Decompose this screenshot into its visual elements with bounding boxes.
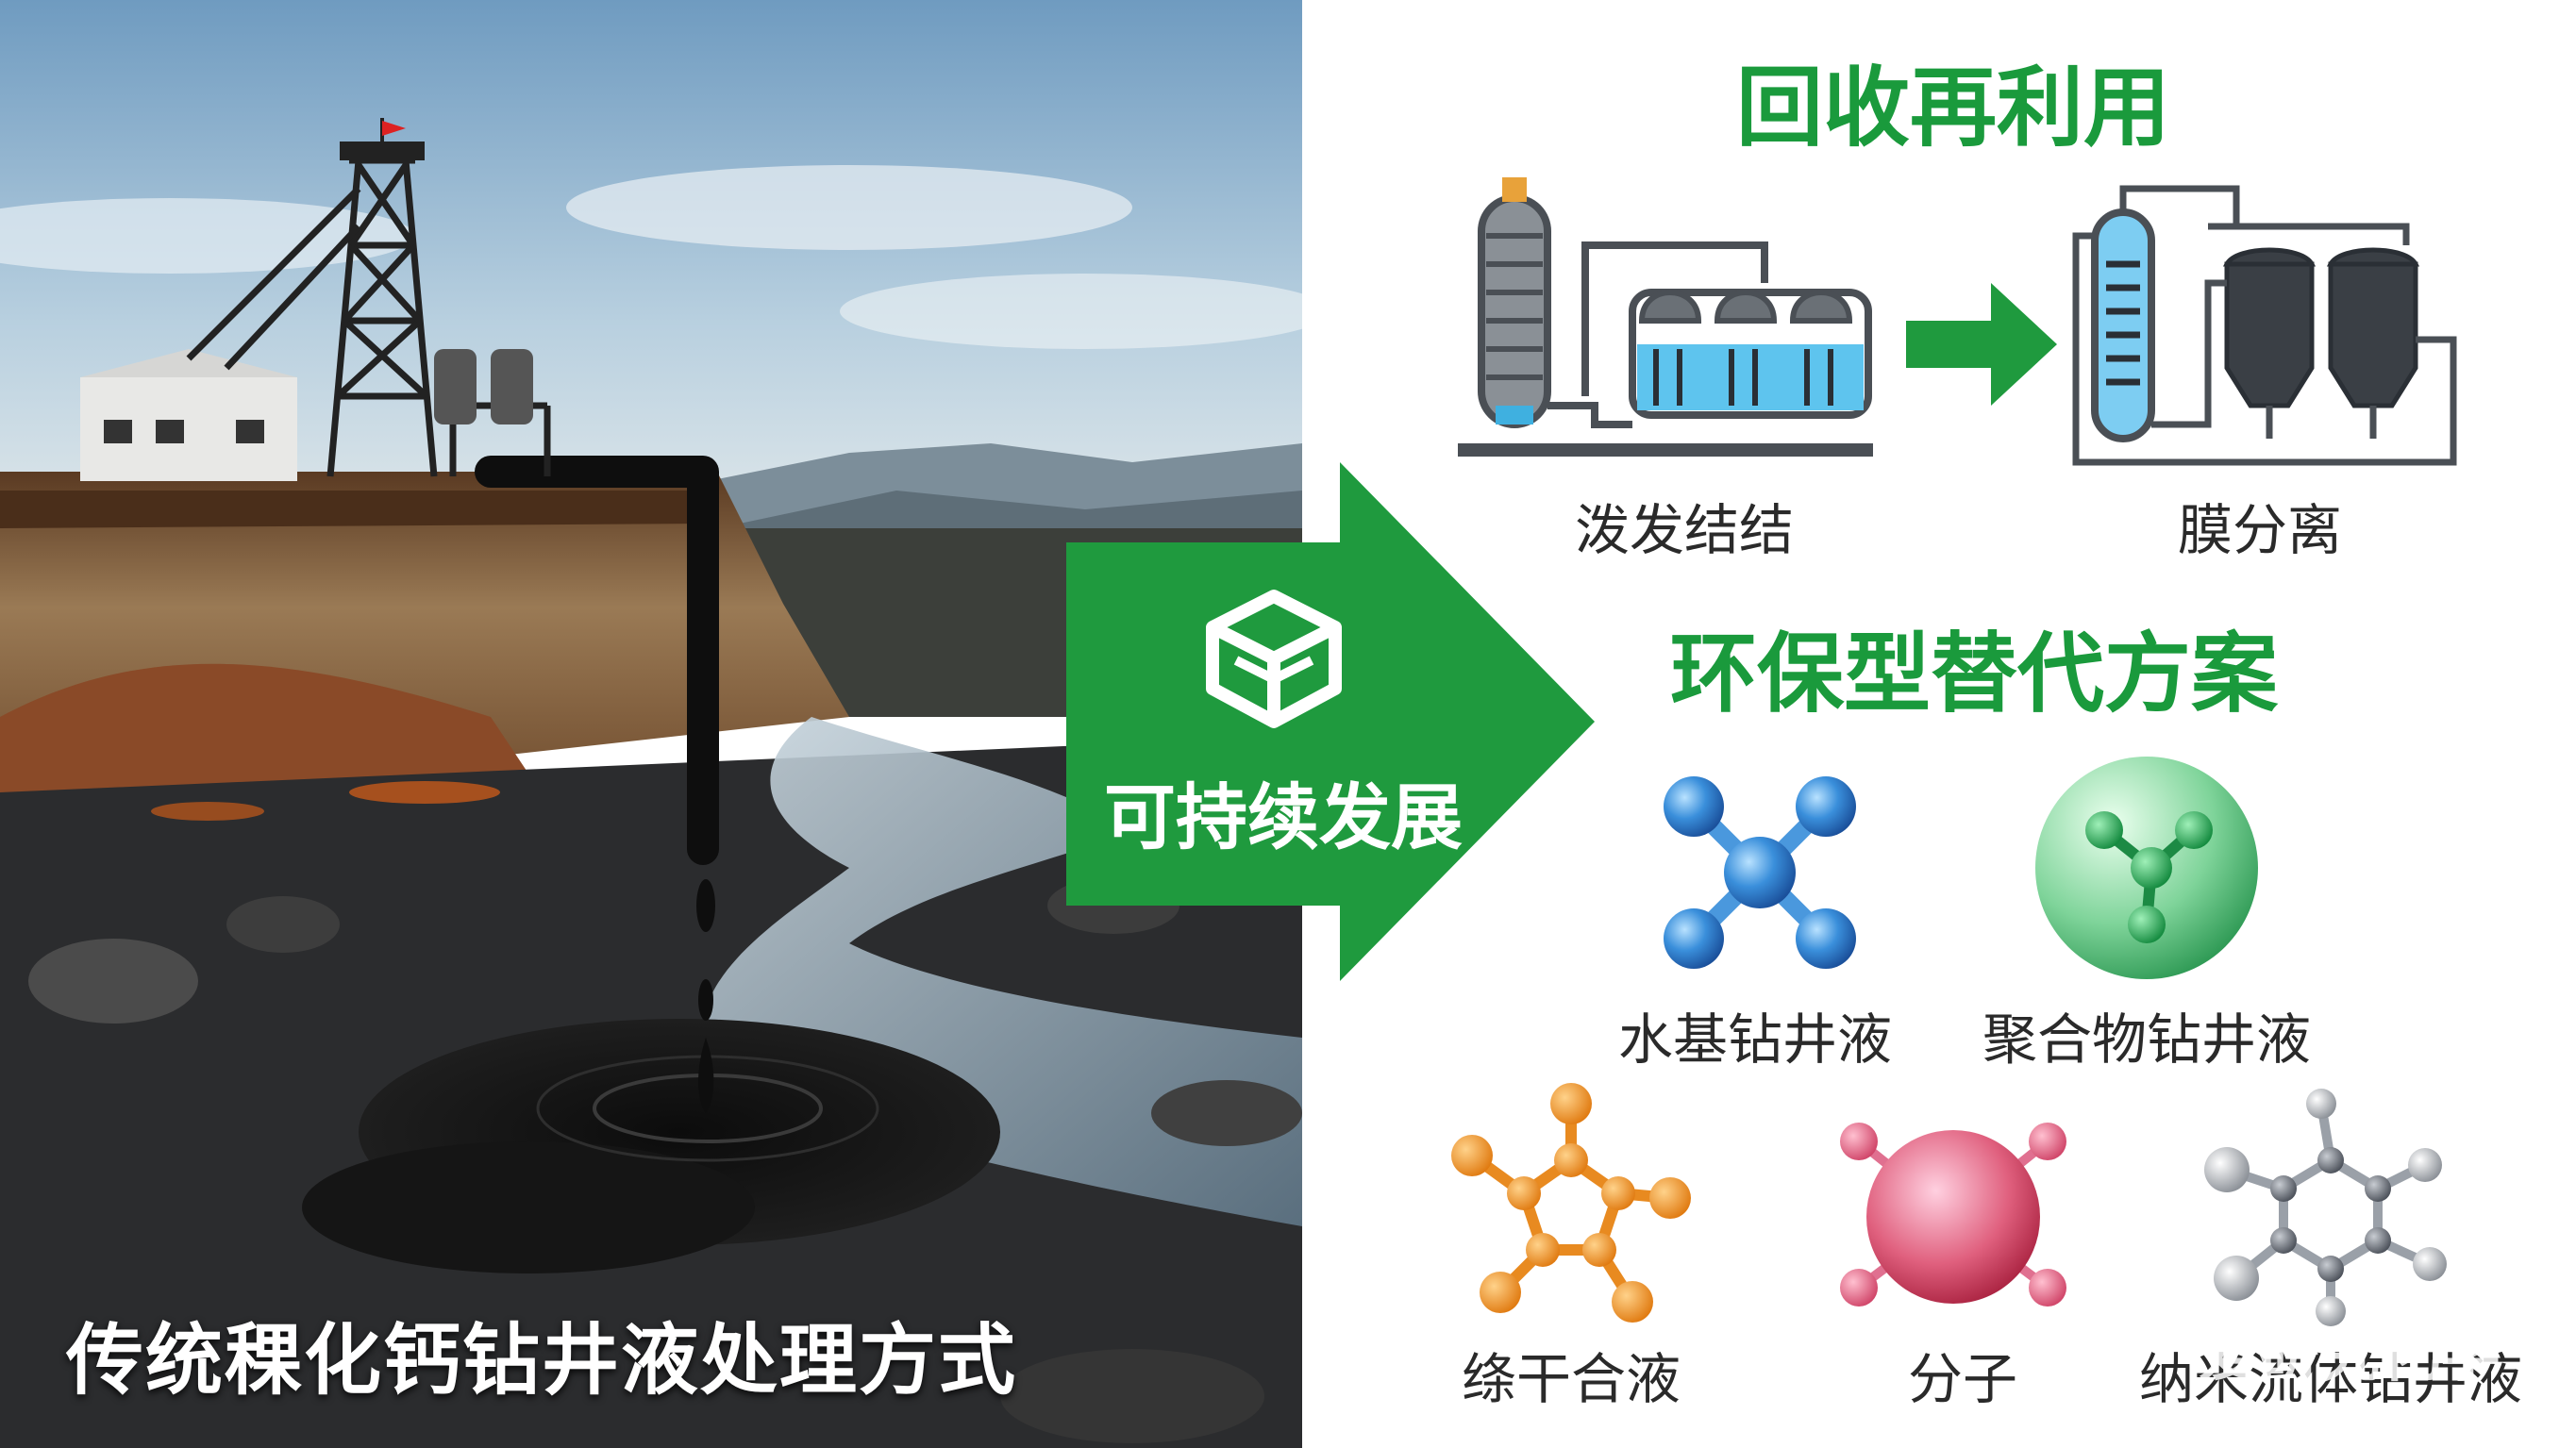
left-caption: 传统稞化钙钻井液处理方式 (66, 1316, 1018, 1406)
water-based-label: 水基钻井液 (1617, 1007, 1893, 1072)
alternatives-title: 环保型替代方案 (1670, 624, 2279, 724)
gray-molecule-icon (2204, 1089, 2447, 1326)
polymer-label: 聚合物钻井液 (1982, 1007, 2312, 1072)
blue-molecule-icon (1664, 776, 1856, 969)
recycling-title: 回收再利用 (1736, 58, 2171, 158)
sustainability-label: 可持续发展 (1104, 775, 1463, 859)
pink-molecule-sphere-icon (1840, 1123, 2066, 1307)
molecule-label: 分子 (1907, 1347, 2018, 1411)
membrane-separation-icon (2072, 185, 2457, 466)
box-icon (1206, 590, 1342, 728)
watermark: 爱研究化学 (2199, 1321, 2501, 1390)
sustainability-arrow (1066, 462, 1595, 981)
evaporation-label: 泼发结结 (1574, 498, 1795, 562)
evaporation-tanks-icon (1458, 177, 1873, 457)
nanofluid-label: 纳米流体钻井液 (2138, 1347, 2523, 1411)
membrane-label: 膜分离 (2177, 498, 2343, 562)
right-arrow-icon (1906, 283, 2057, 406)
green-molecule-sphere-icon (2035, 757, 2258, 979)
composite-label: 绦干合液 (1461, 1347, 1681, 1411)
orange-molecule-icon (1451, 1083, 1691, 1323)
